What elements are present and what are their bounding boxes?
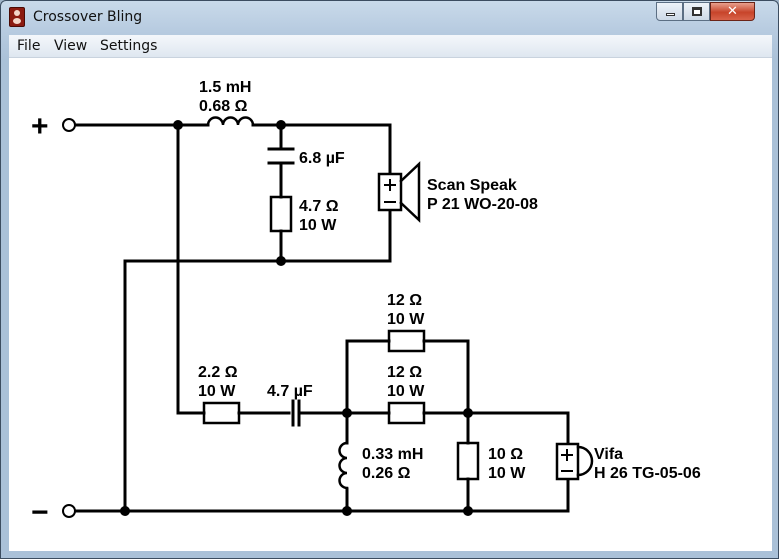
speaker-polarity-plus <box>384 179 396 191</box>
series-capacitor-value: 4.7 µF <box>267 383 313 400</box>
wire <box>73 123 392 513</box>
resistor-symbol <box>456 441 480 481</box>
woofer-dome-icon <box>576 445 594 477</box>
resistor-power: 10 W <box>299 217 337 234</box>
shunt-resistor-value: 10 Ω <box>488 446 523 463</box>
schematic-canvas: + − 1.5 mH 0.68 Ω 6.8 µF 4.7 Ω 10 W Scan… <box>9 58 772 551</box>
inductor-value: 1.5 mH <box>199 79 251 96</box>
minimize-button[interactable] <box>656 2 683 21</box>
inductor-symbol <box>206 116 255 127</box>
woofer-name: Vifa <box>594 446 623 463</box>
junction-dot <box>276 256 286 266</box>
resistor-symbol <box>387 401 426 425</box>
speaker-app-icon <box>9 7 25 27</box>
resistor-value: 4.7 Ω <box>299 198 339 215</box>
tweeter-cone-icon <box>399 161 421 223</box>
tweeter-name: Scan Speak <box>427 177 517 194</box>
close-icon: ✕ <box>727 4 738 19</box>
resistor-mid-power: 10 W <box>387 383 425 400</box>
junction-dot <box>276 120 286 130</box>
junction-dot <box>463 506 473 516</box>
capacitor-value: 6.8 µF <box>299 150 345 167</box>
menu-bar: File View Settings <box>9 35 772 58</box>
minus-terminal <box>62 504 76 518</box>
junction-dot <box>342 408 352 418</box>
junction-dot <box>342 506 352 516</box>
inductor-symbol <box>338 441 349 490</box>
window-title: Crossover Bling <box>33 9 143 25</box>
shunt-inductor-resistance: 0.26 Ω <box>362 465 411 482</box>
capacitor-symbol <box>267 147 295 165</box>
shunt-inductor-value: 0.33 mH <box>362 446 423 463</box>
tweeter-model: P 21 WO-20-08 <box>427 196 538 213</box>
minimize-icon <box>666 13 675 16</box>
resistor-symbol <box>202 401 241 425</box>
series-resistor-power: 10 W <box>198 383 236 400</box>
capacitor-symbol <box>291 399 301 427</box>
menu-file[interactable]: File <box>17 38 41 54</box>
menu-settings[interactable]: Settings <box>100 38 158 54</box>
woofer-model: H 26 TG-05-06 <box>594 465 701 482</box>
junction-dot <box>173 120 183 130</box>
close-button[interactable]: ✕ <box>710 2 755 21</box>
resistor-symbol <box>269 195 293 233</box>
maximize-icon <box>692 7 702 16</box>
series-resistor-value: 2.2 Ω <box>198 364 238 381</box>
wire <box>345 339 470 415</box>
plus-terminal-sign: + <box>31 110 49 143</box>
resistor-top-power: 10 W <box>387 311 425 328</box>
resistor-mid-value: 12 Ω <box>387 364 422 381</box>
menu-view[interactable]: View <box>54 38 88 54</box>
resistor-top-value: 12 Ω <box>387 292 422 309</box>
title-bar[interactable]: Crossover Bling ✕ <box>1 1 778 33</box>
minus-terminal-sign: − <box>31 496 49 529</box>
junction-dot <box>120 506 130 516</box>
crossover-schematic: + − 1.5 mH 0.68 Ω 6.8 µF 4.7 Ω 10 W Scan… <box>31 79 701 529</box>
junction-dot <box>463 408 473 418</box>
plus-terminal <box>62 118 76 132</box>
resistor-symbol <box>387 329 426 353</box>
maximize-button[interactable] <box>683 2 710 21</box>
woofer-polarity-plus <box>561 449 573 461</box>
shunt-resistor-power: 10 W <box>488 465 526 482</box>
inductor-resistance: 0.68 Ω <box>199 98 248 115</box>
